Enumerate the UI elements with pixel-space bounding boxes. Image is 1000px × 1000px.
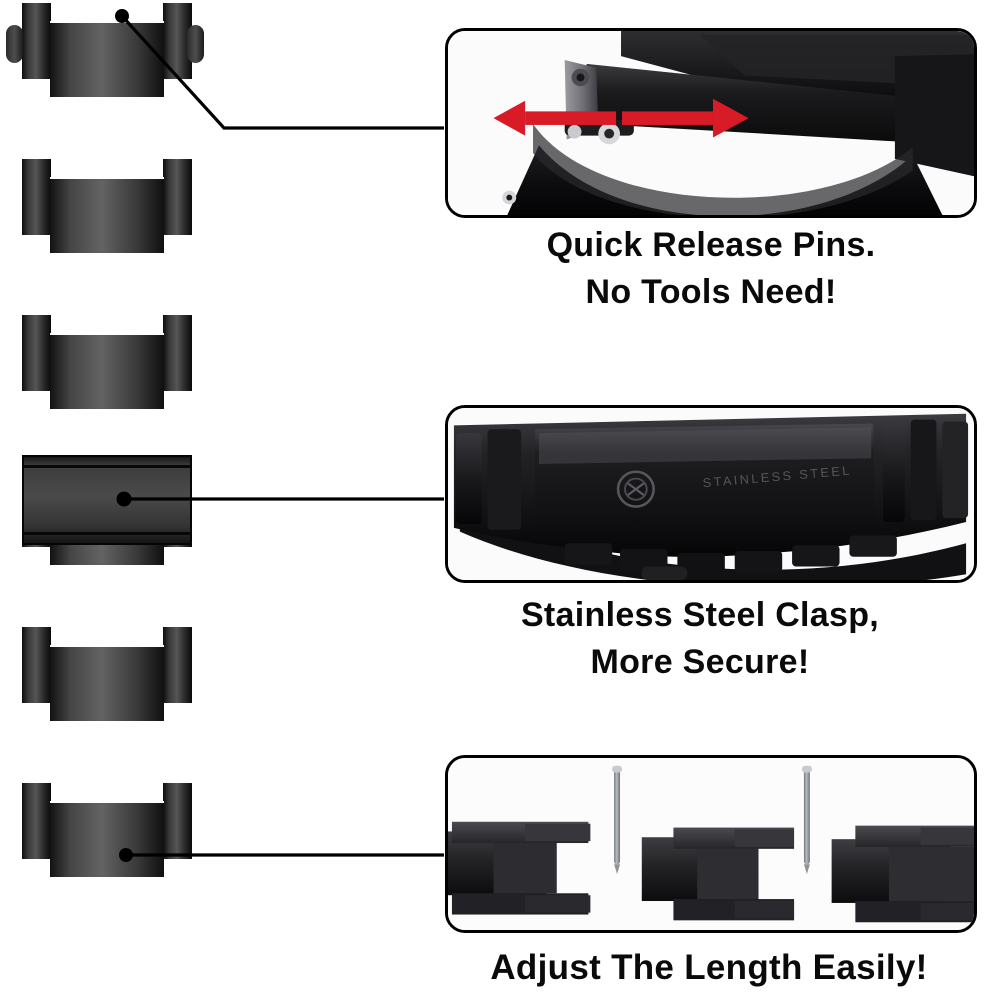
band-link-side xyxy=(163,782,192,860)
adjust-length-photo xyxy=(448,758,974,930)
band-link-center xyxy=(50,177,164,255)
caption-quick-release: Quick Release Pins. No Tools Need! xyxy=(411,222,1000,316)
clasp-logo-emblem xyxy=(616,470,655,508)
band-link xyxy=(22,2,192,99)
band-link xyxy=(22,782,192,879)
caption-line: More Secure! xyxy=(590,642,810,681)
band-link-center xyxy=(50,645,164,723)
clasp-release-button-left xyxy=(6,25,23,63)
caption-steel-clasp: Stainless Steel Clasp, More Secure! xyxy=(400,592,1000,686)
band-link-side xyxy=(22,626,51,704)
panel-quick-release xyxy=(445,28,977,218)
band-link xyxy=(22,158,192,255)
band-link-center xyxy=(50,21,164,99)
band-link-side xyxy=(22,2,51,80)
red-arrow-left xyxy=(493,100,617,136)
panel-adjust-length xyxy=(445,755,977,933)
clasp-release-button-right xyxy=(187,25,204,63)
removal-pin-2 xyxy=(801,765,812,874)
removal-pin-1 xyxy=(612,765,623,874)
caption-adjust-length: Adjust The Length Easily! xyxy=(409,944,1000,992)
band-link-center xyxy=(50,333,164,411)
band-link xyxy=(22,314,192,411)
link-segment-1 xyxy=(448,821,591,915)
band-link-side xyxy=(22,314,51,392)
band-link xyxy=(22,626,192,723)
band-link-center xyxy=(50,801,164,879)
link-segment-2 xyxy=(641,827,795,921)
caption-line: Quick Release Pins. xyxy=(546,226,876,264)
band-link-side xyxy=(22,782,51,860)
caption-line: Stainless Steel Clasp, xyxy=(520,596,880,634)
panel-steel-clasp: STAINLESS STEEL xyxy=(445,405,977,583)
quick-release-photo xyxy=(448,31,974,215)
watch-band-illustration xyxy=(0,0,230,1000)
caption-line: Adjust The Length Easily! xyxy=(490,948,928,987)
band-link-side xyxy=(163,314,192,392)
red-arrow-right xyxy=(622,98,749,138)
band-link-side xyxy=(163,626,192,704)
link-segment-3 xyxy=(831,825,974,923)
band-clasp xyxy=(22,455,192,545)
steel-clasp-photo: STAINLESS STEEL xyxy=(448,408,974,580)
band-link-side xyxy=(163,158,192,236)
band-links-upper xyxy=(0,0,230,879)
caption-line: No Tools Need! xyxy=(585,272,837,311)
band-link-side xyxy=(22,158,51,236)
